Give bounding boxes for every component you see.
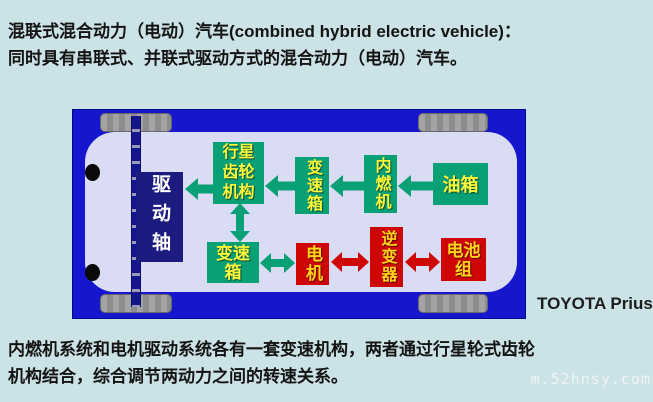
transmission-upper-label: 变速箱 [304,158,321,213]
engine-box: 内燃机 [364,155,397,213]
arrow-inverter-battery-bidir [405,252,440,272]
flow-arrows [185,175,440,273]
arrow-planetary-to-axle [185,178,213,200]
footer-line-2: 机构结合，综合调节两动力之间的转速关系。 [8,367,348,386]
wheel-rear-right [418,294,488,313]
transmission-lower-box: 变速箱 [207,242,259,283]
watermark: m.52hnsy.com [530,370,651,388]
planetary-gear-label: 行星齿轮机构 [222,144,255,201]
arrow-planetary-transmission-bidir [230,203,250,242]
arrow-fueltank-to-engine [398,175,433,197]
arrow-motor-inverter-bidir [331,252,369,272]
arrow-transmission-to-planetary [265,175,295,197]
fuel-tank-box: 油箱 [433,163,488,205]
hub-dot-top [85,164,100,181]
arrow-transmission-motor-bidir [260,253,295,273]
drive-axle-label: 驱动轴 [149,173,170,261]
drive-axle-box: 驱动轴 [136,172,183,262]
wheel-front-right [418,113,488,132]
fuel-tank-label: 油箱 [442,175,479,195]
engine-label: 内燃机 [372,157,390,211]
motor-label: 电机 [303,245,322,283]
motor-box: 电机 [296,243,329,285]
header-line-1: 混联式混合动力（电动）汽车(combined hybrid electric v… [8,22,521,41]
battery-pack-box: 电池组 [441,238,486,281]
battery-pack-label: 电池组 [446,240,481,279]
hybrid-drivetrain-diagram: 驱动轴 行星齿轮机构 变速箱 内燃机 油箱 变速箱 电机 逆变器 电池组 [72,109,526,319]
planetary-gear-box: 行星齿轮机构 [213,142,264,204]
footer-text: 内燃机系统和电机驱动系统各有一套变速机构，两者通过行星轮式齿轮 机构结合，综合调… [8,336,535,390]
model-caption: TOYOTA Prius [537,294,653,313]
footer-line-1: 内燃机系统和电机驱动系统各有一套变速机构，两者通过行星轮式齿轮 [8,340,535,359]
header-text: 混联式混合动力（电动）汽车(combined hybrid electric v… [8,18,521,72]
header-line-2: 同时具有串联式、并联式驱动方式的混合动力（电动）汽车。 [8,49,467,68]
inverter-label: 逆变器 [378,230,396,284]
arrow-engine-to-transmission [330,175,364,197]
hub-dot-bottom [85,264,100,281]
transmission-lower-label: 变速箱 [216,243,250,282]
inverter-box: 逆变器 [370,227,403,287]
transmission-upper-box: 变速箱 [295,157,329,214]
